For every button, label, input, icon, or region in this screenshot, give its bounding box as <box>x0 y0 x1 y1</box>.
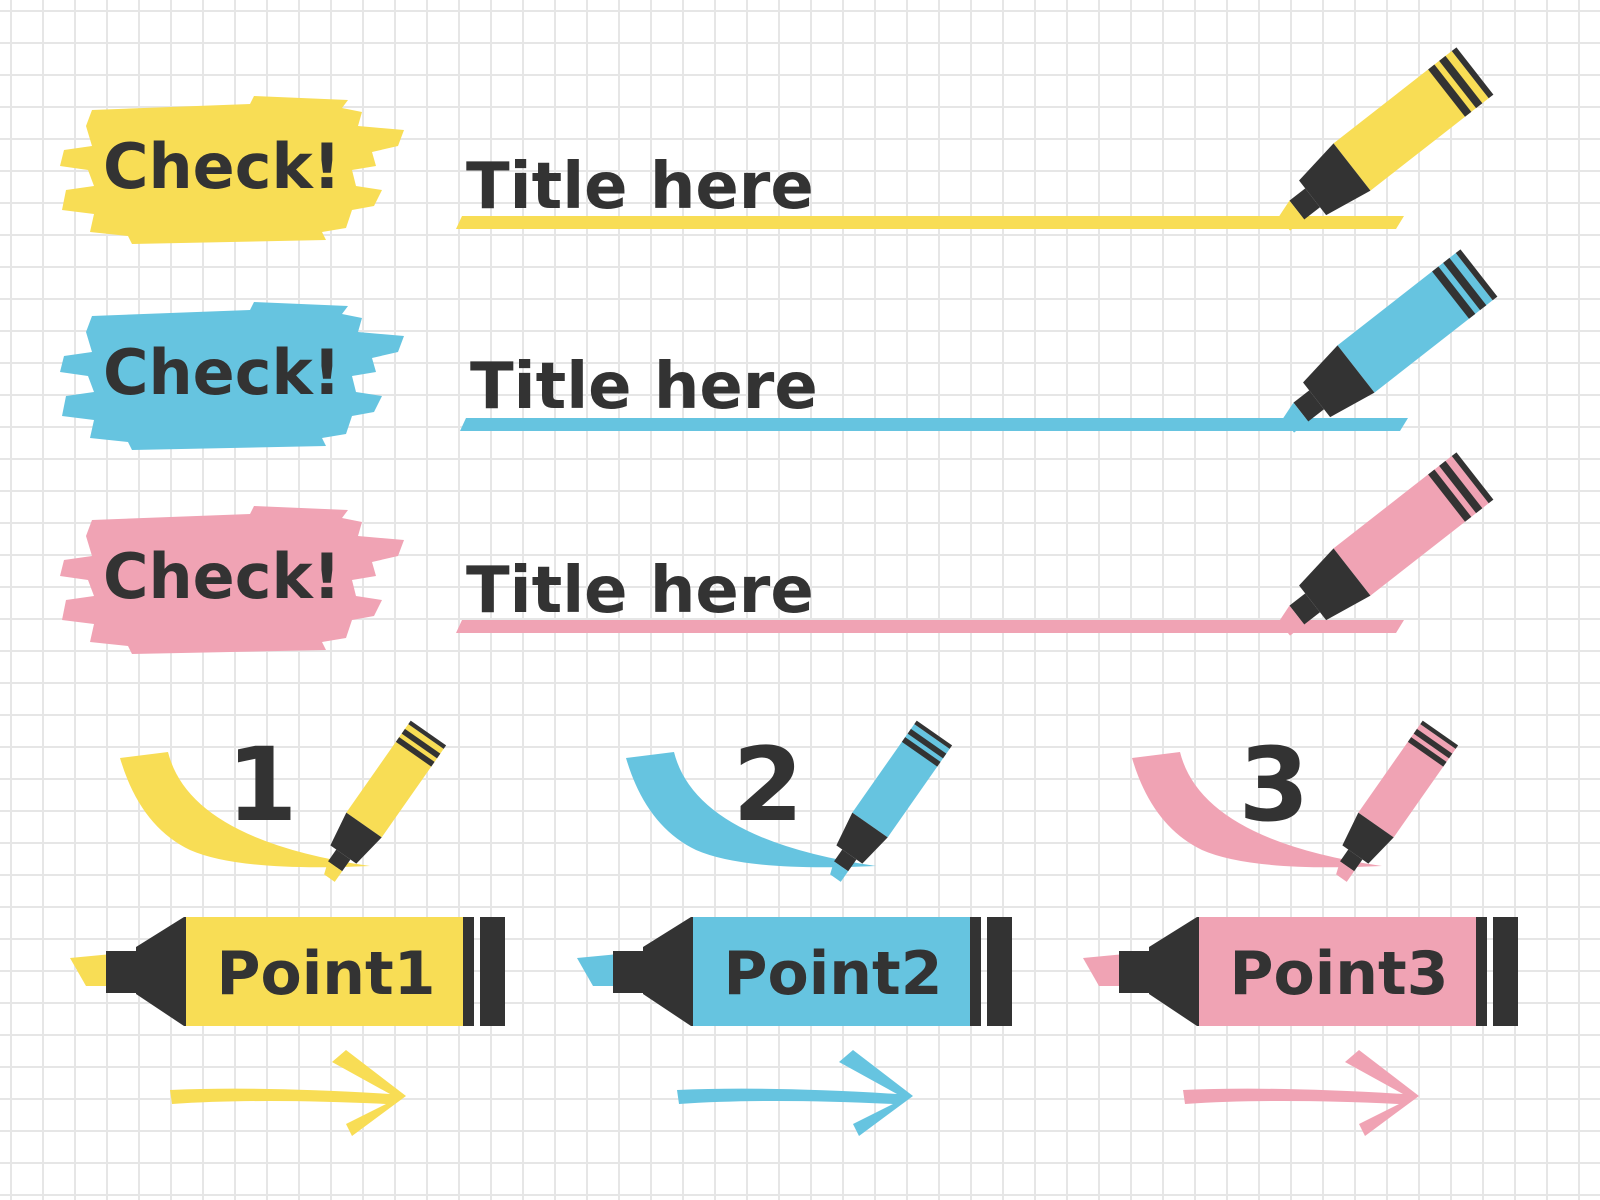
swoosh-highlight <box>626 752 876 868</box>
title-row-1: Title here <box>456 47 1494 245</box>
title-label: Title here <box>466 554 814 628</box>
swoosh-highlight <box>1132 752 1382 868</box>
number-item-3: 3 <box>1132 720 1459 890</box>
check-label: Check! <box>103 130 341 203</box>
marker-ink-streak <box>70 954 112 986</box>
highlighter-icon <box>309 720 447 890</box>
point-label: Point1 <box>217 939 436 1009</box>
highlighter-icon <box>1268 249 1498 447</box>
title-row-2: Title here <box>460 249 1498 447</box>
number-label: 3 <box>1239 726 1310 845</box>
point-label: Point3 <box>1230 939 1449 1009</box>
highlighter-icon <box>1264 47 1494 245</box>
point-label: Point2 <box>724 939 943 1009</box>
number-item-1: 1 <box>120 720 447 890</box>
arrow-right-icon <box>1183 1050 1419 1136</box>
check-badge-2: Check! <box>60 302 404 450</box>
highlighter-icon <box>815 720 953 890</box>
title-label: Title here <box>470 350 818 424</box>
arrow-right-icon <box>677 1050 913 1136</box>
number-label: 2 <box>733 726 804 845</box>
swoosh-highlight <box>120 752 370 868</box>
point-marker-3: Point3 <box>1083 917 1518 1136</box>
highlighter-icon <box>1321 720 1459 890</box>
number-label: 1 <box>227 726 298 845</box>
title-label: Title here <box>466 150 814 224</box>
number-item-2: 2 <box>626 720 953 890</box>
title-row-3: Title here <box>456 452 1494 650</box>
point-marker-2: Point2 <box>577 917 1012 1136</box>
check-label: Check! <box>103 540 341 613</box>
marker-ink-streak <box>1083 954 1125 986</box>
title-underline <box>456 620 1404 633</box>
marker-ink-streak <box>577 954 619 986</box>
check-label: Check! <box>103 336 341 409</box>
check-badge-1: Check! <box>60 96 404 244</box>
arrow-right-icon <box>170 1050 406 1136</box>
check-badge-3: Check! <box>60 506 404 654</box>
point-marker-1: Point1 <box>70 917 505 1136</box>
title-underline <box>460 418 1408 431</box>
title-underline <box>456 216 1404 229</box>
